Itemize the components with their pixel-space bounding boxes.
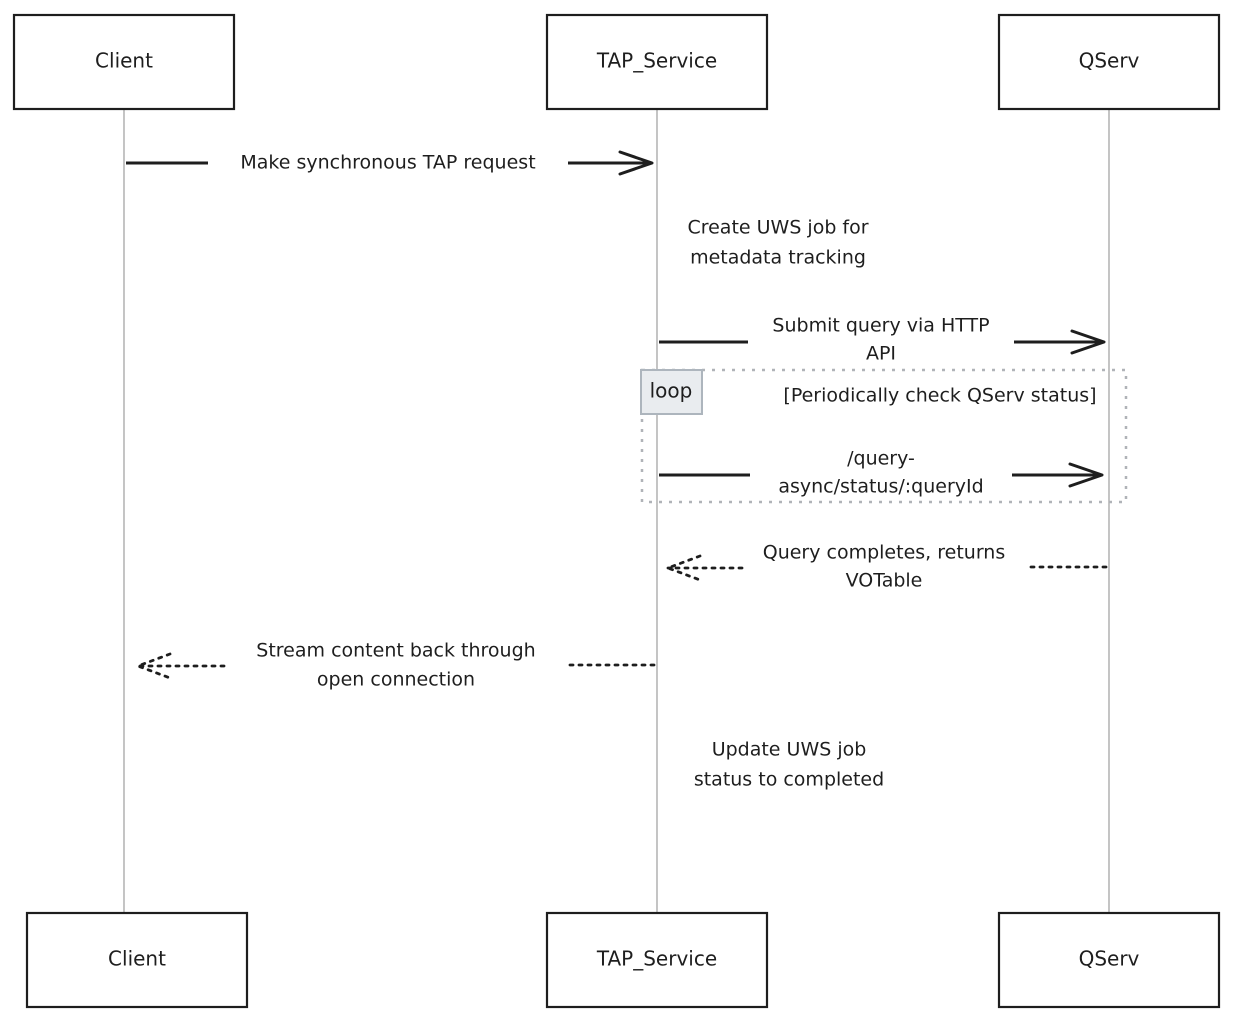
actor-client-bottom-label: Client bbox=[108, 947, 166, 971]
message-submit-query: Submit query via HTTP API bbox=[659, 315, 1106, 365]
actor-tap-service-top: TAP_Service bbox=[545, 13, 769, 111]
loop-tag-box bbox=[640, 369, 703, 415]
note-update-uws-job-line1: Update UWS job bbox=[712, 739, 867, 761]
note-update-uws-job-line2: status to completed bbox=[694, 769, 884, 791]
message-status-poll: /query- async/status/:queryId bbox=[659, 448, 1104, 498]
message-query-completes-line1: Query completes, returns bbox=[763, 542, 1006, 564]
actor-qserv-top: QServ bbox=[997, 13, 1221, 111]
note-update-uws-job: Update UWS job status to completed bbox=[694, 739, 884, 791]
loop-tag-label: loop bbox=[650, 379, 693, 403]
actor-client-top-label: Client bbox=[95, 49, 153, 73]
lifelines bbox=[123, 109, 1110, 913]
actor-qserv-top-label: QServ bbox=[1079, 49, 1140, 73]
message-make-sync-request-label: Make synchronous TAP request bbox=[240, 152, 535, 174]
message-status-poll-line1: /query- bbox=[847, 448, 915, 470]
loop-frame-border bbox=[640, 368, 1128, 504]
message-stream-content-line2: open connection bbox=[317, 669, 475, 691]
message-stream-content-arrowhead bbox=[136, 652, 172, 680]
message-make-sync-request: Make synchronous TAP request bbox=[126, 150, 654, 176]
note-create-uws-job-line2: metadata tracking bbox=[690, 247, 866, 269]
actor-tap-service-bottom-label: TAP_Service bbox=[596, 947, 717, 971]
message-query-completes-line2: VOTable bbox=[846, 570, 923, 592]
message-query-completes: Query completes, returns VOTable bbox=[666, 542, 1108, 592]
note-create-uws-job-line1: Create UWS job for bbox=[687, 217, 868, 239]
note-create-uws-job: Create UWS job for metadata tracking bbox=[687, 217, 868, 269]
actor-tap-service-top-label: TAP_Service bbox=[596, 49, 717, 73]
loop-frame: loop [Periodically check QServ status] bbox=[640, 368, 1128, 504]
message-status-poll-line2: async/status/:queryId bbox=[778, 476, 983, 498]
message-stream-content-line1: Stream content back through bbox=[256, 640, 535, 662]
actor-tap-service-bottom: TAP_Service bbox=[545, 911, 769, 1009]
message-submit-query-line2: API bbox=[866, 343, 896, 365]
loop-condition: [Periodically check QServ status] bbox=[783, 385, 1096, 407]
actor-qserv-bottom-label: QServ bbox=[1079, 947, 1140, 971]
actor-client-top: Client bbox=[12, 13, 236, 111]
actor-client-bottom: Client bbox=[25, 911, 249, 1009]
message-stream-content: Stream content back through open connect… bbox=[136, 640, 656, 691]
message-submit-query-line1: Submit query via HTTP bbox=[772, 315, 989, 337]
actor-qserv-bottom: QServ bbox=[997, 911, 1221, 1009]
message-query-completes-arrowhead bbox=[666, 554, 702, 582]
